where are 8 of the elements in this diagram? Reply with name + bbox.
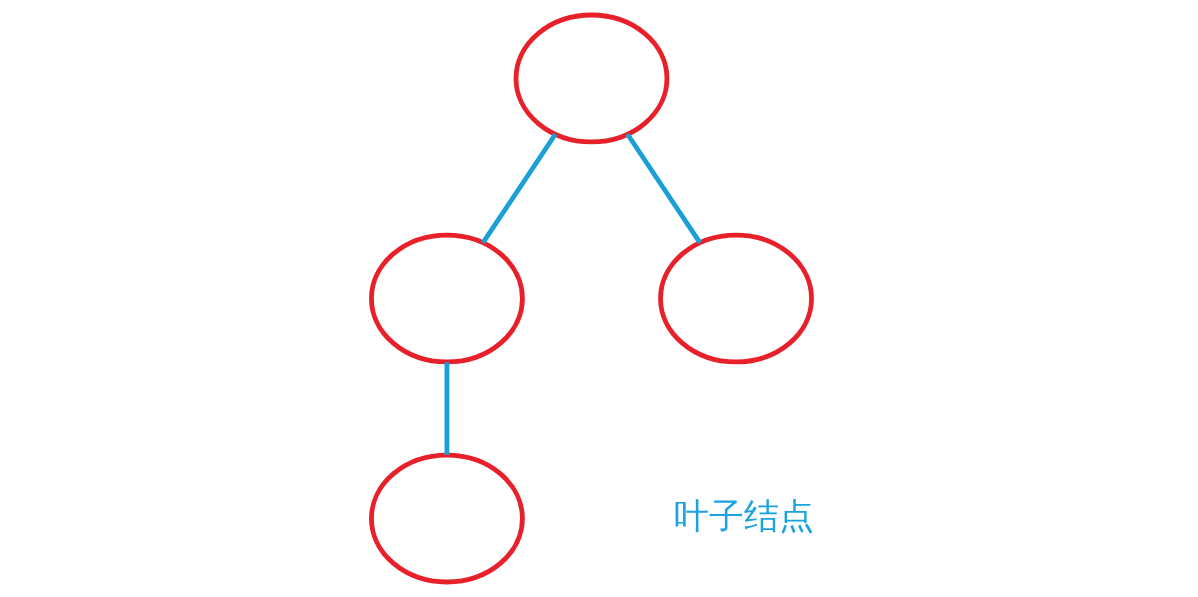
connector xyxy=(480,132,557,244)
node-circle xyxy=(657,232,814,365)
connector xyxy=(625,132,702,244)
node-circle xyxy=(513,12,669,145)
connector xyxy=(444,362,449,455)
node-circle xyxy=(368,452,525,585)
label: 叶子结点 xyxy=(673,496,814,536)
node-circle xyxy=(368,232,525,365)
